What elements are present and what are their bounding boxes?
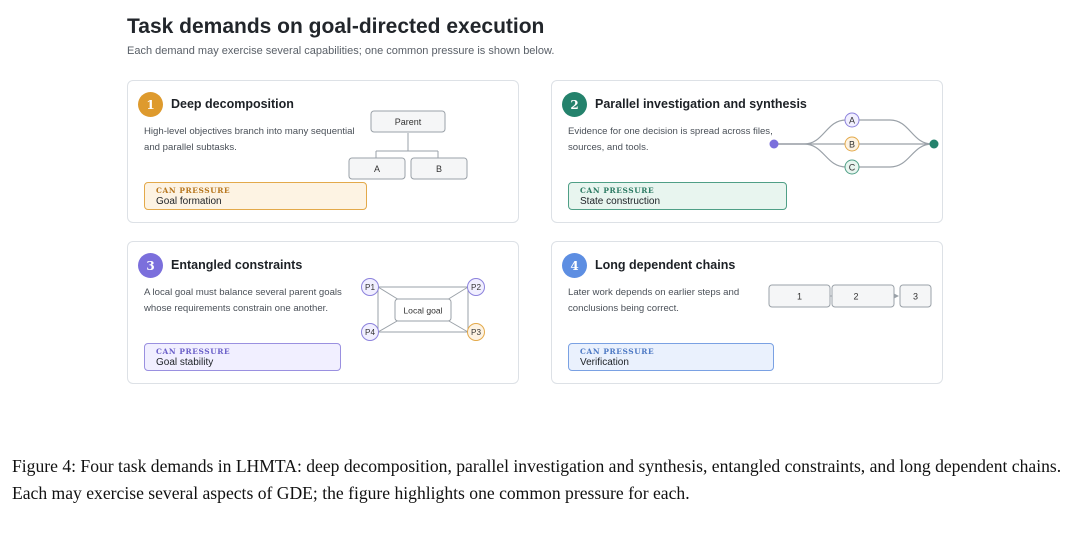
card-parallel-investigation: 2 Parallel investigation and synthesis E… [551,80,943,223]
figure-subtitle: Each demand may exercise several capabil… [127,45,555,57]
pressure-box: CAN PRESSURE Goal stability [144,343,341,371]
card-title: Entangled constraints [171,258,303,272]
pressure-box: CAN PRESSURE Verification [568,343,774,371]
tree-node-b-label: B [436,164,442,174]
tree-node-parent [370,110,446,133]
fan-node-b-label: B [849,140,855,150]
constraint-frame [377,286,469,333]
fan-node-a-label: A [849,116,855,126]
chain-step-1 [768,284,831,308]
chain-step-1-label: 1 [797,292,802,302]
card-long-dependent-chains: 4 Long dependent chains Later work depen… [551,241,943,384]
card-title: Deep decomposition [171,97,294,111]
pressure-label: CAN PRESSURE [580,186,655,195]
card-description: A local goal must balance several parent… [144,287,342,314]
number-badge: 3 [138,253,163,278]
local-goal-node [394,298,452,322]
card-description: Later work depends on earlier steps and … [568,287,740,314]
number-badge: 2 [562,92,587,117]
tree-node-a-label: A [374,164,380,174]
card-title: Long dependent chains [595,258,736,272]
tree-diagram: Parent A B [348,110,468,180]
pressure-label: CAN PRESSURE [156,347,231,356]
parent-node-p4-label: P4 [365,328,375,337]
pressure-value: State construction [580,196,661,207]
fan-sink-dot [929,139,939,149]
chain-diagram: 1 2 3 [768,284,932,308]
fan-node-b [844,136,860,152]
pressure-value: Verification [580,357,629,368]
fan-node-c-label: C [849,163,856,173]
parent-node-p2-label: P2 [471,283,481,292]
pressure-box: CAN PRESSURE State construction [568,182,787,210]
tree-node-a [348,157,406,180]
parent-node-p4 [361,323,379,341]
fan-node-a [844,112,860,128]
pressure-label: CAN PRESSURE [580,347,655,356]
parent-node-p3-label: P3 [471,328,481,337]
fan-source-dot [769,139,779,149]
constraint-links [377,286,469,333]
constraint-diagram: Local goal P1 P2 P3 P4 [361,278,485,341]
parent-node-p3 [467,323,485,341]
fan-diagram: A B C [769,112,939,175]
number-badge: 1 [138,92,163,117]
figure-caption: Figure 4: Four task demands in LHMTA: de… [12,456,1062,503]
chain-step-3 [899,284,932,308]
card-description: High-level objectives branch into many s… [144,126,355,153]
pressure-value: Goal stability [156,357,214,368]
local-goal-label: Local goal [403,306,442,316]
tree-connector [375,133,439,158]
card-title: Parallel investigation and synthesis [595,97,807,111]
card-description: Evidence for one decision is spread acro… [568,126,773,153]
pressure-value: Goal formation [156,196,222,207]
figure-title: Task demands on goal-directed execution [127,15,545,38]
parent-node-p1-label: P1 [365,283,375,292]
tree-node-parent-label: Parent [395,117,422,127]
number-badge: 4 [562,253,587,278]
chain-step-3-label: 3 [913,292,918,302]
chain-step-2-label: 2 [853,292,858,302]
parent-node-p2 [467,278,485,296]
card-entangled-constraints: 3 Entangled constraints A local goal mus… [127,241,519,384]
parent-node-p1 [361,278,379,296]
pressure-box: CAN PRESSURE Goal formation [144,182,367,210]
chain-step-2 [831,284,895,308]
fan-node-c [844,159,860,175]
card-deep-decomposition: 1 Deep decomposition High-level objectiv… [127,80,519,223]
tree-node-b [410,157,468,180]
pressure-label: CAN PRESSURE [156,186,231,195]
